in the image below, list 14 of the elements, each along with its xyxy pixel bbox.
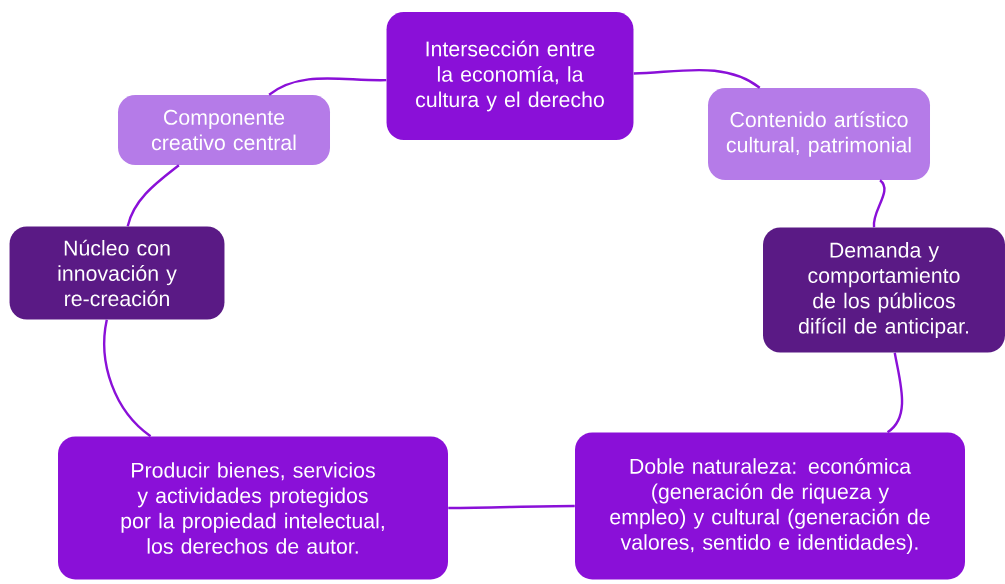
cycle-box: Producir bienes, servicios y actividades protegidos por la propiedad intelectual, los derechos de autor. (58, 436, 448, 580)
cycle-arc (872, 179, 886, 228)
cycle-arc (633, 68, 761, 89)
cycle-box: Núcleo con innovación y re-creación (9, 226, 225, 320)
cycle-box: Componente creativo central (118, 95, 330, 165)
cycle-box: Doble naturaleza: económica (generación de riqueza y empleo) y cultural (generación de valores, sentido e identidades). (575, 432, 965, 580)
cycle-arc (886, 352, 904, 434)
cycle-box: Demanda y comportamiento de los públicos difícil de anticipar. (763, 227, 1005, 353)
cycle-arc (268, 77, 387, 96)
cycle-arc (448, 504, 575, 510)
cycle-arc (103, 319, 152, 438)
cycle-box: Intersección entre la economía, la cultura y el derecho (386, 12, 634, 140)
cycle-box: Contenido artístico cultural, patrimonial (708, 88, 930, 180)
cycle-arc (126, 164, 180, 227)
